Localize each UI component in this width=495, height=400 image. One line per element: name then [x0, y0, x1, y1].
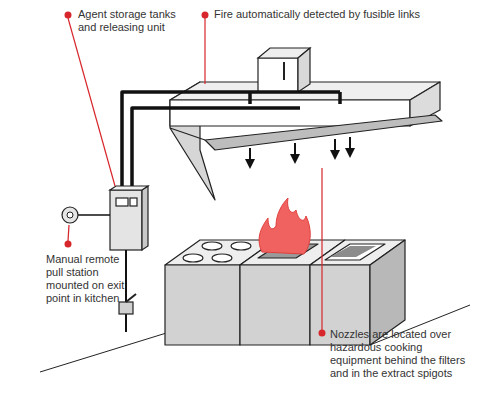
callout-label: Manual remote pull station mounted on ex…: [46, 253, 128, 305]
pull-station: [62, 207, 110, 223]
callout-label: Fire automatically detected by fusible l…: [214, 8, 484, 21]
extract-spigot: [258, 48, 310, 92]
fryer-well: [325, 244, 385, 260]
extract-hood: [170, 82, 442, 200]
callout-label: Agent storage tanks and releasing unit: [78, 8, 193, 34]
grease-filter: [205, 115, 442, 150]
callout-label: Nozzles are located over hazardous cooki…: [330, 328, 470, 380]
agent-pipe: [122, 92, 340, 192]
fire-flame: [259, 198, 310, 254]
agent-control-box: [110, 186, 148, 250]
burner: [183, 242, 251, 262]
nozzle-arrow: [250, 137, 350, 164]
